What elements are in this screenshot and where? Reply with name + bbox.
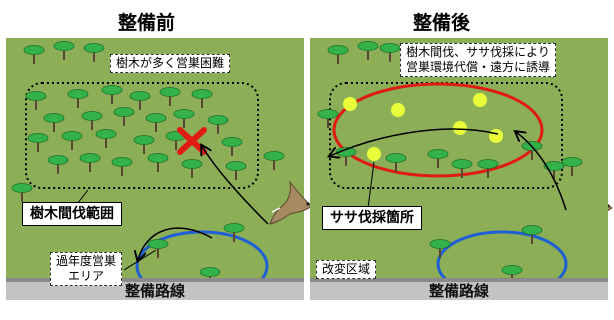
- past-nest-area-label: 過年度営巣 エリア: [50, 252, 123, 286]
- curved-arrow-icon: [202, 146, 269, 225]
- sasa-cut-label: ササ伐採箇所: [322, 206, 422, 230]
- thinning-area-outline: [25, 82, 259, 189]
- red-x-icon: [177, 127, 207, 155]
- after-title: 整備後: [413, 12, 471, 34]
- tree-icons: [11, 40, 285, 287]
- curved-arrow-icon: [516, 132, 567, 211]
- curved-arrow-icon: [138, 227, 213, 260]
- after-panel: 樹木間伐、ササ伐採により 営巣環境代償・遠方に誘導 ササ伐採箇所 改変区域 整備…: [310, 38, 608, 300]
- yellow-dot-icons: [343, 93, 503, 161]
- before-title: 整備前: [118, 12, 176, 34]
- past-nest-area-ellipse: [135, 230, 269, 300]
- after-road-label: 整備路線: [428, 282, 489, 300]
- thinning-area-label: 樹木間伐範囲: [22, 202, 122, 226]
- tree-icons: [317, 40, 583, 285]
- before-panel: 樹木が多く営巣困難 樹木間伐範囲 過年度営巣 エリア 整備路線: [6, 38, 304, 300]
- trees-note-label: 樹木が多く営巣困難: [110, 54, 231, 73]
- curved-arrow-icon: [330, 128, 499, 156]
- before-drawing: [6, 40, 304, 300]
- past-nest-area-label-line1: 過年度営巣: [56, 254, 117, 268]
- sasa-cut-area-ellipse: [332, 82, 544, 178]
- past-nest-area-label-line2: エリア: [68, 269, 105, 283]
- alter-area-label: 改変区域: [316, 260, 377, 279]
- hawk-icon: [269, 180, 313, 225]
- guidance-note-line2: 営巣環境代償・遠方に誘導: [406, 60, 551, 74]
- guidance-note-label: 樹木間伐、ササ伐採により 営巣環境代償・遠方に誘導: [400, 43, 557, 77]
- after-drawing: [310, 40, 608, 300]
- guidance-note-line1: 樹木間伐、ササ伐採により: [406, 45, 550, 59]
- before-road-label: 整備路線: [124, 282, 185, 300]
